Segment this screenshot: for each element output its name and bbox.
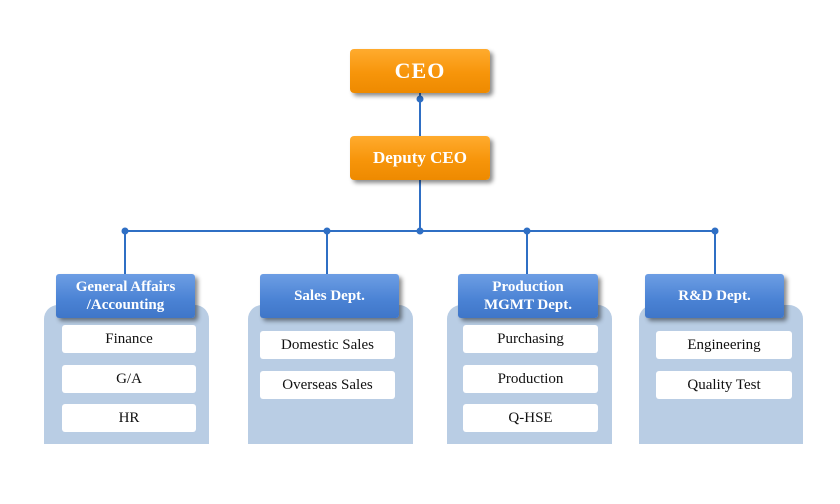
dept-header-sales: Sales Dept.	[260, 274, 399, 318]
unit-overseas-sales: Overseas Sales	[260, 371, 395, 399]
connector-dot	[416, 95, 424, 103]
unit-purchasing: Purchasing	[463, 325, 598, 353]
unit-hr: HR	[62, 404, 196, 432]
connector-dot	[416, 227, 424, 235]
dept-header-general-affairs: General Affairs /Accounting	[56, 274, 195, 318]
ceo-box: CEO	[350, 49, 490, 93]
connector-dot	[523, 227, 531, 235]
unit-q-hse: Q-HSE	[463, 404, 598, 432]
connector-dot	[711, 227, 719, 235]
unit-engineering: Engineering	[656, 331, 792, 359]
connector-dot	[121, 227, 129, 235]
unit-finance: Finance	[62, 325, 196, 353]
connector-dot	[323, 227, 331, 235]
unit-domestic-sales: Domestic Sales	[260, 331, 395, 359]
dept-header-rnd: R&D Dept.	[645, 274, 784, 318]
deputy-ceo-box: Deputy CEO	[350, 136, 490, 180]
unit-ga: G/A	[62, 365, 196, 393]
unit-quality-test: Quality Test	[656, 371, 792, 399]
unit-production: Production	[463, 365, 598, 393]
dept-header-production: Production MGMT Dept.	[458, 274, 598, 318]
